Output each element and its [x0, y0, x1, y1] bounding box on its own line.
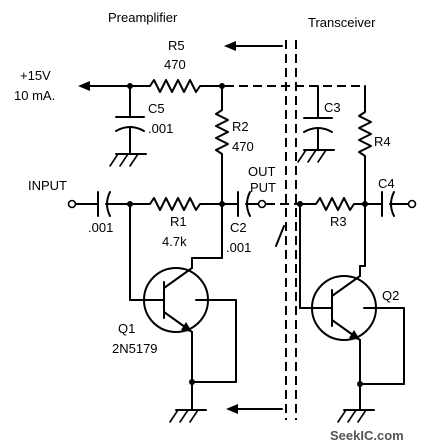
r4-ref: R4 [374, 134, 391, 149]
q1-case-lead [189, 299, 237, 385]
capacitor-input [97, 191, 131, 217]
resistor-r4 [358, 85, 372, 205]
capacitor-c5 [115, 85, 145, 155]
transistor-q2 [299, 203, 377, 399]
r1-value: 4.7k [162, 234, 187, 249]
input-cap-value: .001 [88, 220, 113, 235]
section-divider [275, 40, 297, 420]
r2-ref: R2 [232, 119, 249, 134]
resistor-r5 [129, 79, 223, 93]
resistor-r2 [215, 85, 229, 205]
transceiver-heading: Transceiver [308, 15, 376, 30]
r5-ref: R5 [168, 38, 185, 53]
bottom-arrow [226, 404, 283, 414]
r5-value: 470 [164, 57, 186, 72]
c5-ref: C5 [148, 101, 165, 116]
q1-ref: Q1 [118, 321, 135, 336]
supply-current-label: 10 mA. [14, 88, 55, 103]
q2-case-lead [357, 307, 405, 387]
supply-voltage-label: +15V [20, 68, 51, 83]
c4-ref: C4 [378, 176, 395, 191]
resistor-r1 [129, 197, 223, 211]
input-label: INPUT [28, 178, 67, 193]
q1-part: 2N5179 [112, 341, 158, 356]
ground-symbol-q1 [169, 397, 207, 423]
q2-ref: Q2 [382, 288, 399, 303]
output-label-line1: OUT [248, 164, 276, 179]
c2-ref: C2 [230, 220, 247, 235]
c3-ref: C3 [324, 100, 341, 115]
c2-value: .001 [226, 240, 251, 255]
preamplifier-heading: Preamplifier [108, 10, 178, 25]
r1-ref: R1 [170, 214, 187, 229]
supply-rail [78, 81, 133, 91]
input-terminal [67, 199, 99, 209]
capacitor-c4 [364, 191, 417, 217]
r3-ref: R3 [330, 214, 347, 229]
ground-symbol-c3 [297, 149, 335, 163]
output-label-line2: PUT [250, 180, 276, 195]
c5-value: .001 [148, 121, 173, 136]
resistor-r3 [299, 197, 366, 211]
watermark: SeekIC.com [330, 428, 404, 443]
ground-symbol-c5 [109, 153, 147, 167]
transistor-q1 [129, 203, 223, 399]
top-arrow [224, 41, 283, 51]
r2-value: 470 [232, 139, 254, 154]
capacitor-c3 [303, 85, 333, 151]
capacitor-c2 [221, 191, 267, 217]
ground-symbol-q2 [337, 397, 375, 423]
